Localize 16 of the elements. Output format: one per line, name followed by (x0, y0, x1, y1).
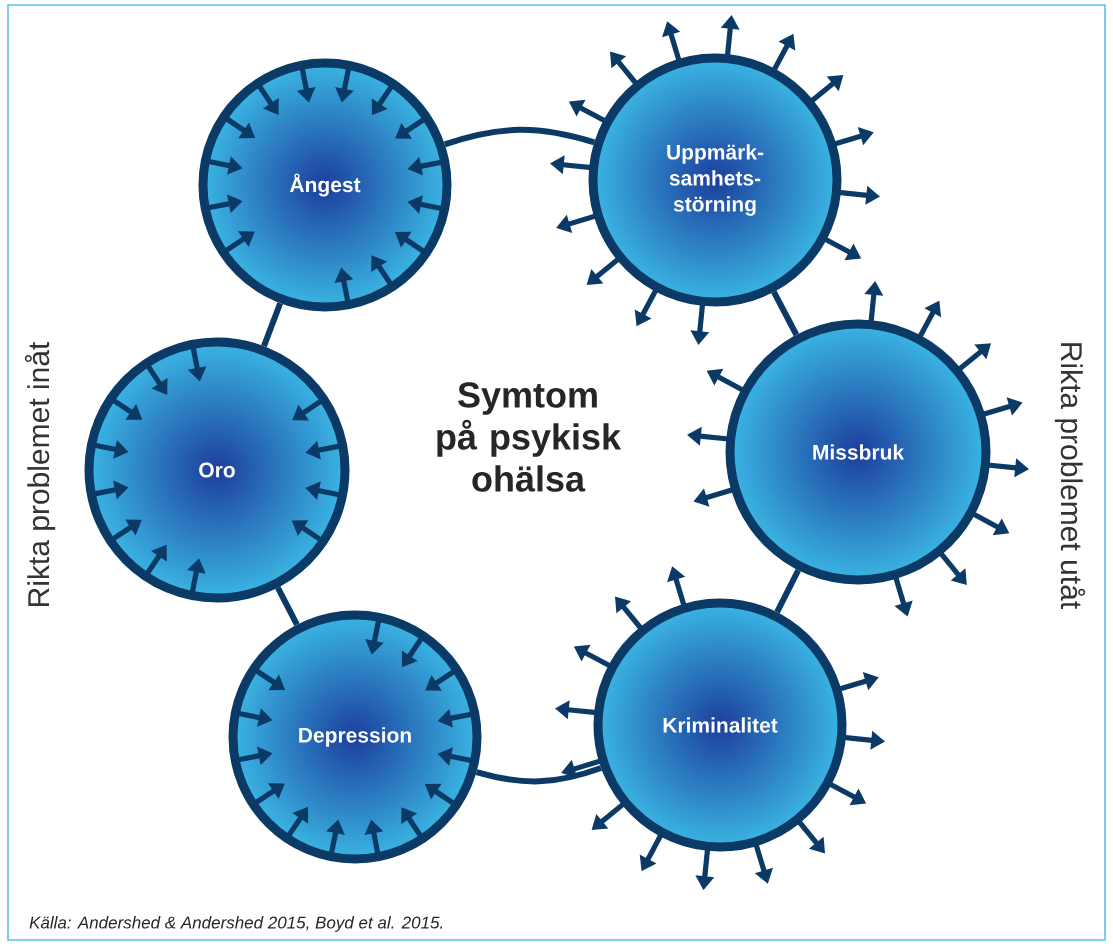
side-label: Rikta problemet inåt (24, 341, 56, 606)
side-label: Rikta problemet utåt (1054, 343, 1086, 609)
caption: Källa: Andershed & Andershed 2015, Boyd et al. 2015. (29, 916, 443, 932)
connector-line (261, 302, 283, 348)
heading: Symtom på psykisk ohälsa (437, 382, 622, 492)
circle-node: Missbruk (725, 319, 991, 585)
circle-node: Uppmärk- samhets- störning (588, 53, 842, 307)
circle-node: Depression (228, 610, 482, 864)
circle-node: Kriminalitet (593, 598, 847, 852)
connector-line (475, 765, 603, 785)
connector-line (443, 126, 596, 148)
connector-line (275, 586, 300, 626)
circle-node: Oro (84, 337, 350, 603)
connector-line (771, 290, 799, 337)
connector-line (774, 568, 801, 614)
circle-node: Ångest (198, 58, 452, 312)
